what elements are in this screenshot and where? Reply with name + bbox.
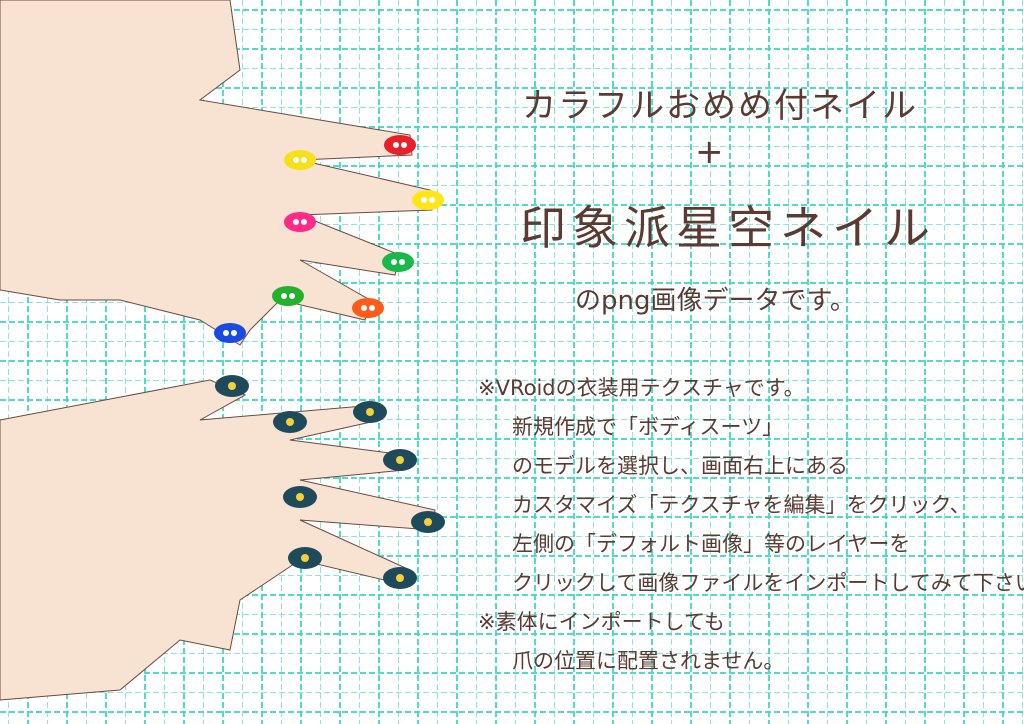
colorful-nail: [214, 323, 246, 343]
nail-eye: [369, 305, 375, 311]
colorful-nail: [352, 298, 384, 318]
nail-eye: [401, 142, 407, 148]
nail-star: [396, 574, 404, 582]
upper-hand: [0, 0, 433, 346]
note-line: 新規作成で「ボディスーツ」: [512, 415, 784, 439]
nail-eye: [393, 142, 399, 148]
colorful-nail: [272, 286, 304, 306]
nail-star: [396, 456, 404, 464]
nail-star: [366, 408, 374, 416]
colorful-nail: [284, 212, 316, 232]
nail-eye: [361, 305, 367, 311]
note-line: クリックして画像ファイルをインポートしてみて下さい。: [512, 571, 1024, 595]
colorful-nail: [284, 150, 316, 170]
nail-eye: [301, 157, 307, 163]
nail-eye: [301, 219, 307, 225]
title-colorful-eye-nails: カラフルおめめ付ネイル: [522, 86, 918, 126]
note-line: ※VRoidの衣装用テクスチャです。: [478, 376, 805, 400]
subtitle: のpng画像データです。: [575, 286, 856, 316]
note-line: 左側の「デフォルト画像」等のレイヤーを: [512, 532, 911, 556]
note-line: カスタマイズ「テクスチャを編集」をクリック、: [512, 493, 971, 517]
nail-eye: [391, 259, 397, 265]
note-line: 爪の位置に配置されません。: [512, 649, 785, 673]
colorful-nail: [382, 252, 414, 272]
note-line: のモデルを選択し、画面右上にある: [512, 454, 848, 478]
nail-eye: [399, 259, 405, 265]
plus-sign: +: [695, 132, 724, 172]
nail-eye: [289, 293, 295, 299]
colorful-nail: [412, 190, 444, 210]
nail-eye: [421, 197, 427, 203]
nail-star: [286, 418, 294, 426]
nail-eye: [293, 219, 299, 225]
nail-eye: [231, 330, 237, 336]
nail-star: [296, 493, 304, 501]
note-line: ※素体にインポートしても: [478, 610, 725, 634]
nail-eye: [429, 197, 435, 203]
nail-star: [301, 554, 309, 562]
nail-eye: [293, 157, 299, 163]
nail-eye: [281, 293, 287, 299]
title-impressionist-starry-nails: 印象派星空ネイル: [520, 201, 936, 255]
nail-eye: [223, 330, 229, 336]
colorful-nail: [384, 135, 416, 155]
nail-star: [424, 518, 432, 526]
lower-hand: [0, 379, 436, 701]
nail-star: [228, 382, 236, 390]
